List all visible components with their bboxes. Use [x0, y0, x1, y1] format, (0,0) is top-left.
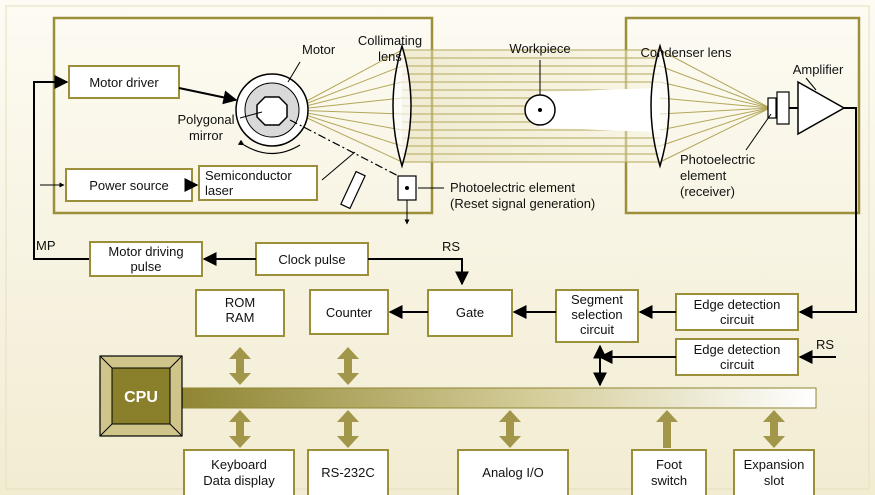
analog-io-box	[457, 449, 569, 495]
edge-detection-1-label-1: Edge detection	[694, 297, 781, 312]
rs232c-label: RS-232C	[321, 465, 374, 480]
semiconductor-laser-box	[198, 165, 318, 201]
motor-driver-box	[68, 65, 180, 99]
motor-label: Motor	[302, 42, 336, 57]
reflecting-mirror-icon	[340, 170, 366, 210]
mp-signal-line	[33, 75, 90, 260]
photo-receiver-label-1: Photoelectric	[680, 152, 756, 167]
rom-label: ROM	[225, 295, 255, 310]
expansion-slot-box	[733, 449, 815, 495]
keyboard-label-2: Data display	[203, 473, 275, 488]
expansion-slot-label-2: slot	[764, 473, 785, 488]
condenser-lens	[650, 43, 670, 169]
expansion-slot-label-1: Expansion	[744, 457, 805, 472]
laser-path	[289, 119, 411, 183]
collimating-lens-label-2: lens	[378, 49, 402, 64]
bus-arrows	[229, 347, 785, 448]
polygon-leader	[239, 111, 263, 119]
keyboard-display-box	[183, 449, 295, 495]
photoelectric-receiver-icon	[767, 97, 777, 119]
polygonal-mirror-label-2: mirror	[189, 128, 224, 143]
semiconductor-laser-label-1: Semiconductor	[205, 168, 292, 183]
counter-label: Counter	[326, 305, 373, 320]
motor-leader	[287, 61, 301, 83]
photo-reset-label-2: (Reset signal generation)	[450, 196, 595, 211]
edge-detection-box-2	[675, 338, 799, 376]
segment-selection-label-1: Segment	[571, 292, 623, 307]
clock-pulse-label: Clock pulse	[278, 252, 345, 267]
motor-drive-line	[178, 87, 238, 105]
photo-receiver-label-2: element	[680, 168, 727, 183]
foot-switch-box	[631, 449, 707, 495]
counter-box	[309, 289, 389, 335]
edge-detection-2-label-1: Edge detection	[694, 342, 781, 357]
foot-switch-label-2: switch	[651, 473, 687, 488]
ram-label: RAM	[226, 310, 255, 325]
laser-emission-line	[321, 151, 356, 181]
motor-driving-pulse-label-2: pulse	[130, 259, 161, 274]
segment-selection-label-3: circuit	[580, 322, 614, 337]
edge-detection-2-label-2: circuit	[720, 357, 754, 372]
amplifier-leader	[805, 77, 817, 91]
gate-label: Gate	[456, 305, 484, 320]
edge-detection-1-label-2: circuit	[720, 312, 754, 327]
cpu-label: CPU	[124, 389, 158, 406]
power-source-label: Power source	[89, 178, 168, 193]
condenser-lens-label: Condenser lens	[640, 45, 732, 60]
system-bus	[181, 387, 817, 409]
rom-ram-box	[195, 289, 285, 337]
gate-box	[427, 289, 513, 337]
rs232c-box	[307, 449, 389, 495]
motor-driving-pulse-box	[89, 241, 203, 277]
photo-receiver-label-3: (receiver)	[680, 184, 735, 199]
polygonal-mirror-label-1: Polygonal	[177, 112, 234, 127]
mp-label: MP	[36, 238, 56, 253]
analog-io-label: Analog I/O	[482, 465, 543, 480]
collimating-lens-label-1: Collimating	[358, 33, 422, 48]
segment-selection-box	[555, 289, 639, 343]
outer-border	[5, 5, 870, 490]
collimating-lens	[392, 43, 412, 169]
clock-to-gate-line	[368, 258, 469, 286]
rotation-arrow-icon	[237, 139, 301, 155]
amplifier-output-line	[798, 107, 857, 319]
photo-reset-label-1: Photoelectric element	[450, 180, 575, 195]
receiver-leader	[745, 113, 772, 151]
rs-right-label: RS	[816, 337, 834, 352]
amplifier-label: Amplifier	[793, 62, 844, 77]
polygonal-mirror-icon	[256, 96, 288, 126]
cpu-chip	[111, 367, 171, 425]
converging-beams	[659, 49, 771, 163]
rs-top-label: RS	[442, 239, 460, 254]
motor-driver-label: Motor driver	[89, 75, 159, 90]
motor-driving-pulse-label-1: Motor driving	[108, 244, 183, 259]
power-source-box	[65, 168, 193, 202]
foot-switch-label-1: Foot	[656, 457, 682, 472]
receiver-housing	[776, 91, 790, 125]
segment-selection-label-2: selection	[571, 307, 622, 322]
amplifier-icon	[797, 80, 846, 136]
semiconductor-laser-label-2: laser	[205, 183, 234, 198]
keyboard-label-1: Keyboard	[211, 457, 267, 472]
workpiece-label: Workpiece	[509, 41, 570, 56]
